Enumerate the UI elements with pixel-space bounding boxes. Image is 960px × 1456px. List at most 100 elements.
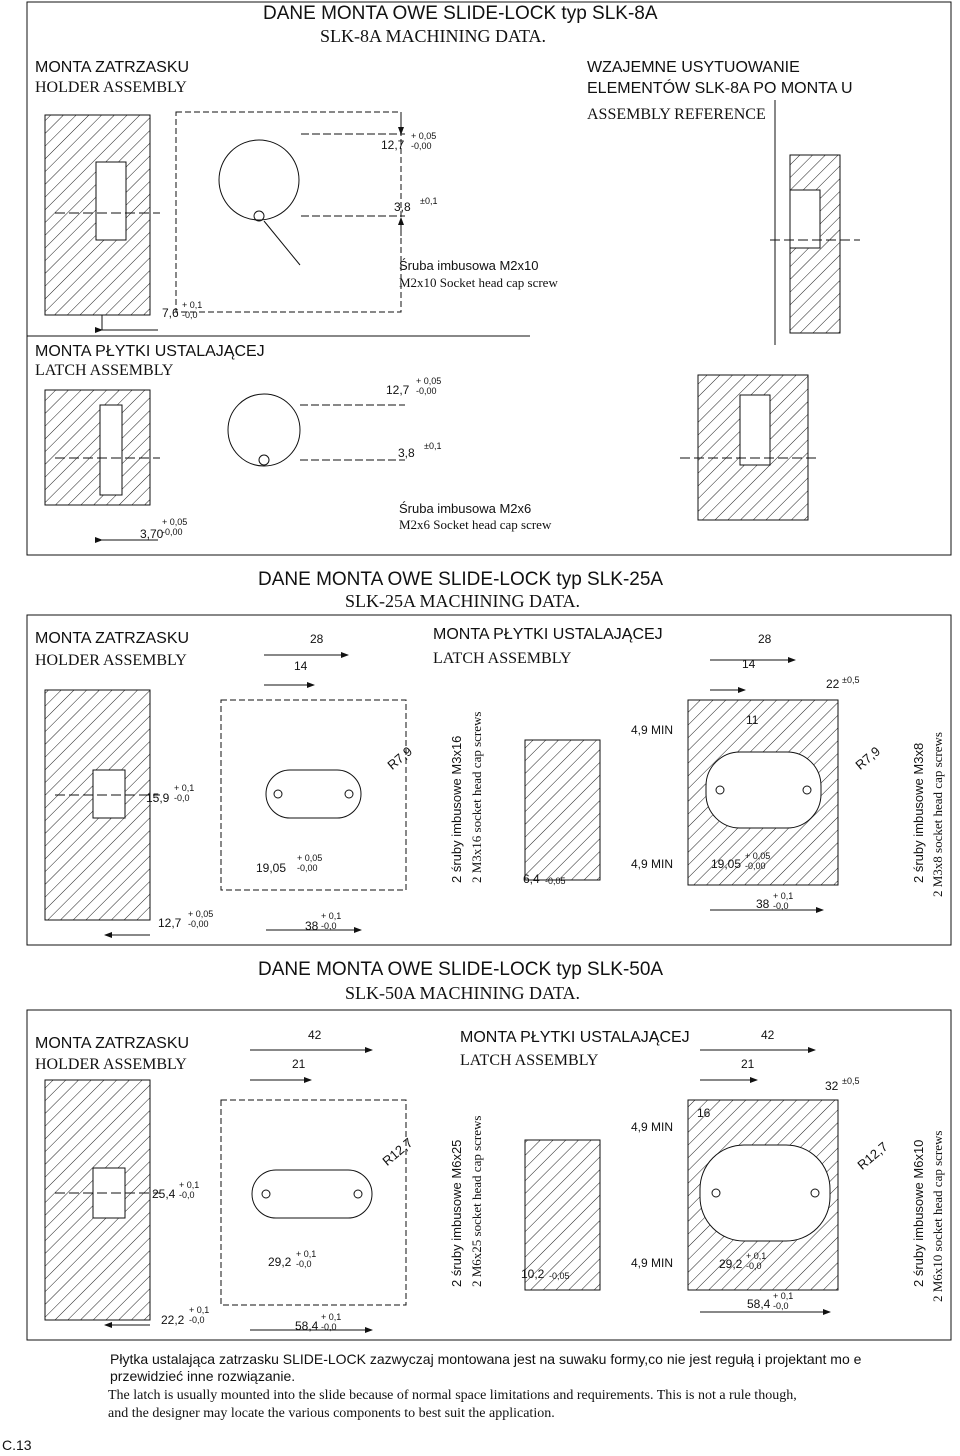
slk8-holder-title-en: HOLDER ASSEMBLY [35, 79, 187, 96]
slk25-screw-holder-pl: 2 śruby imbusowe M3x16 [449, 735, 464, 883]
slk25-holder-title-en: HOLDER ASSEMBLY [35, 652, 187, 669]
slk50-latch-dim-29-2: 29,2 [719, 1257, 743, 1271]
slk25-latch-dim-28: 28 [758, 632, 772, 646]
slk25-title: DANE MONTA OWE SLIDE-LOCK typ SLK-25A [258, 569, 664, 590]
slk8-frame [26, 1, 952, 556]
slk8-dim-3-70: 3,70 [140, 527, 164, 541]
slk8-tol-7-6: + 0,1 -0,0 [182, 300, 203, 320]
slk25-latch-tol-19-05: + 0,05 -0,00 [745, 851, 771, 871]
slk50-latch-dim-42: 42 [761, 1028, 775, 1042]
slk25-screw-latch-en: 2 M3x8 socket head cap screws [930, 732, 945, 897]
slk25-tol-6-4: -0,05 [545, 876, 566, 886]
slk8-dim-12-7: 12,7 [381, 138, 405, 152]
slk25-tol-38: + 0,1 -0,0 [321, 911, 342, 931]
slk25-screw-latch-pl: 2 śruby imbusowe M3x8 [911, 742, 926, 883]
slk25-tol-19-05: + 0,05 -0,00 [297, 853, 323, 873]
slk25-dim-22: 22 [826, 677, 840, 691]
slk50-screw-latch-en: 2 M6x10 socket head cap screws [930, 1130, 945, 1302]
slk25-holder-title-pl: MONTA ZATRZASKU [35, 630, 190, 647]
slk8-screw2-en: M2x6 Socket head cap screw [399, 517, 552, 532]
slk50-holder-title-pl: MONTA ZATRZASKU [35, 1035, 190, 1052]
slk8-reference-block [770, 100, 860, 345]
slk8-dim-12-7-b: 12,7 [386, 383, 410, 397]
slk8-dim-3-8-b: 3,8 [398, 446, 415, 460]
slk25-dim-11: 11 [746, 713, 759, 727]
slk25-latch-dim-38: 38 [756, 897, 770, 911]
slk8-latch-title-pl: MONTA PŁYTKI USTALAJĄCEJ [35, 343, 265, 360]
slk50-dim-10-2: 10,2 [521, 1267, 545, 1281]
note-en-line-1: The latch is usually mounted into the sl… [108, 1388, 797, 1403]
slk8-tol-3-8: ±0,1 [420, 196, 438, 206]
slk50-title: DANE MONTA OWE SLIDE-LOCK typ SLK-50A [258, 959, 664, 980]
slk25-latch-tol-38: + 0,1 -0,0 [773, 891, 794, 911]
page-number: C.13 [2, 1437, 32, 1453]
slk50-min-top: 4,9 MIN [631, 1120, 674, 1134]
slk50-latch-tol-58-4: + 0,1 -0,0 [773, 1291, 794, 1311]
slk50-holder-block [44, 1079, 160, 1321]
slk50-holder-title-en: HOLDER ASSEMBLY [35, 1056, 187, 1073]
slk50-dim-42: 42 [308, 1028, 322, 1042]
slk25-screw-holder-en: 2 M3x16 socket head cap screws [469, 711, 484, 883]
slk8-holder-block [44, 114, 160, 330]
slk8-dim-7-6: 7,6 [162, 306, 179, 320]
slk8-screw1-pl: Śruba imbusowa M2x10 [399, 258, 539, 273]
slk50-dim-32: 32 [825, 1079, 839, 1093]
slk25-tol-22: ±0,5 [842, 675, 860, 685]
slk8-title: DANE MONTA OWE SLIDE-LOCK typ SLK-8A [263, 3, 658, 24]
slk25-min-top: 4,9 MIN [631, 723, 674, 737]
slk50-latch-title-pl: MONTA PŁYTKI USTALAJĄCEJ [460, 1029, 690, 1046]
slk8-latch-title-en: LATCH ASSEMBLY [35, 362, 174, 379]
slk8-ref-title-pl-1: WZAJEMNE USYTUOWANIE [587, 59, 800, 76]
slk8-subtitle: SLK-8A MACHINING DATA. [320, 26, 547, 46]
slk25-holder-block [44, 689, 160, 921]
slk25-frame [26, 614, 952, 946]
slk50-tol-29-2: + 0,1 -0,0 [296, 1249, 317, 1269]
slk50-frame [26, 1009, 952, 1341]
slk8-ref-title-pl-2: ELEMENTÓW SLK-8A PO MONTA U [587, 80, 853, 97]
slk50-dim-21: 21 [292, 1057, 306, 1071]
slk50-min-bottom: 4,9 MIN [631, 1256, 674, 1270]
slk25-dim-19-05: 19,05 [256, 861, 287, 875]
slk25-tol-12-7: + 0,05 -0,00 [188, 909, 214, 929]
slk50-screw-latch-pl: 2 śruby imbusowe M6x10 [911, 1139, 926, 1287]
slk50-dim-29-2: 29,2 [268, 1255, 292, 1269]
slk50-dim-58-4: 58,4 [295, 1319, 319, 1333]
slk8-tol-3-8-b: ±0,1 [424, 441, 442, 451]
slk50-dim-16: 16 [697, 1106, 711, 1120]
slk8-holder-title-pl: MONTA ZATRZASKU [35, 59, 190, 76]
slk25-min-bottom: 4,9 MIN [631, 857, 674, 871]
slk8-tol-3-70: + 0,05 -0,00 [162, 517, 188, 537]
slk50-dim-22-2: 22,2 [161, 1313, 185, 1327]
slk25-dim-38: 38 [305, 919, 319, 933]
slk50-screw-holder-pl: 2 śruby imbusowe M6x25 [449, 1139, 464, 1287]
slk25-dim-14: 14 [294, 659, 308, 673]
slk50-tol-32: ±0,5 [842, 1076, 860, 1086]
slk25-dim-28: 28 [310, 632, 324, 646]
slk50-tol-25-4: + 0,1 -0,0 [179, 1180, 200, 1200]
note-en-line-2: and the designer may locate the various … [108, 1406, 555, 1421]
slk50-tol-58-4: + 0,1 -0,0 [321, 1312, 342, 1332]
slk25-latch-dim-19-05: 19,05 [711, 857, 742, 871]
slk50-tol-10-2: -0,05 [549, 1271, 570, 1281]
note-pl-line-1: Płytka ustalająca zatrzasku SLIDE-LOCK z… [110, 1351, 862, 1367]
slk50-latch-dim-58-4: 58,4 [747, 1297, 771, 1311]
slk25-latch-dim-14: 14 [742, 657, 756, 671]
slk50-tol-22-2: + 0,1 -0,0 [189, 1305, 210, 1325]
slk8-latch-block [44, 389, 160, 506]
slk25-dim-6-4: 6,4 [523, 872, 540, 886]
slk50-latch-title-en: LATCH ASSEMBLY [460, 1052, 599, 1069]
slk50-subtitle: SLK-50A MACHINING DATA. [345, 983, 581, 1003]
slk8-screw2-pl: Śruba imbusowa M2x6 [399, 501, 532, 516]
slk25-dim-15-9: 15,9 [146, 791, 170, 805]
slk8-screw1-en: M2x10 Socket head cap screw [399, 275, 558, 290]
slk50-dim-25-4: 25,4 [152, 1187, 176, 1201]
slk8-dim-3-8: 3,8 [394, 200, 411, 214]
slk25-dim-12-7: 12,7 [158, 916, 182, 930]
slk25-tol-15-9: + 0,1 -0,0 [174, 783, 195, 803]
slk8-tol-12-7-b: + 0,05 -0,00 [416, 376, 442, 396]
slk50-latch-dim-21: 21 [741, 1057, 755, 1071]
slk8-tol-12-7: + 0,05 -0,00 [411, 131, 437, 151]
note-pl-line-2: przewidzieć inne rozwiązanie. [110, 1368, 296, 1384]
slk25-latch-title-pl: MONTA PŁYTKI USTALAJĄCEJ [433, 626, 663, 643]
